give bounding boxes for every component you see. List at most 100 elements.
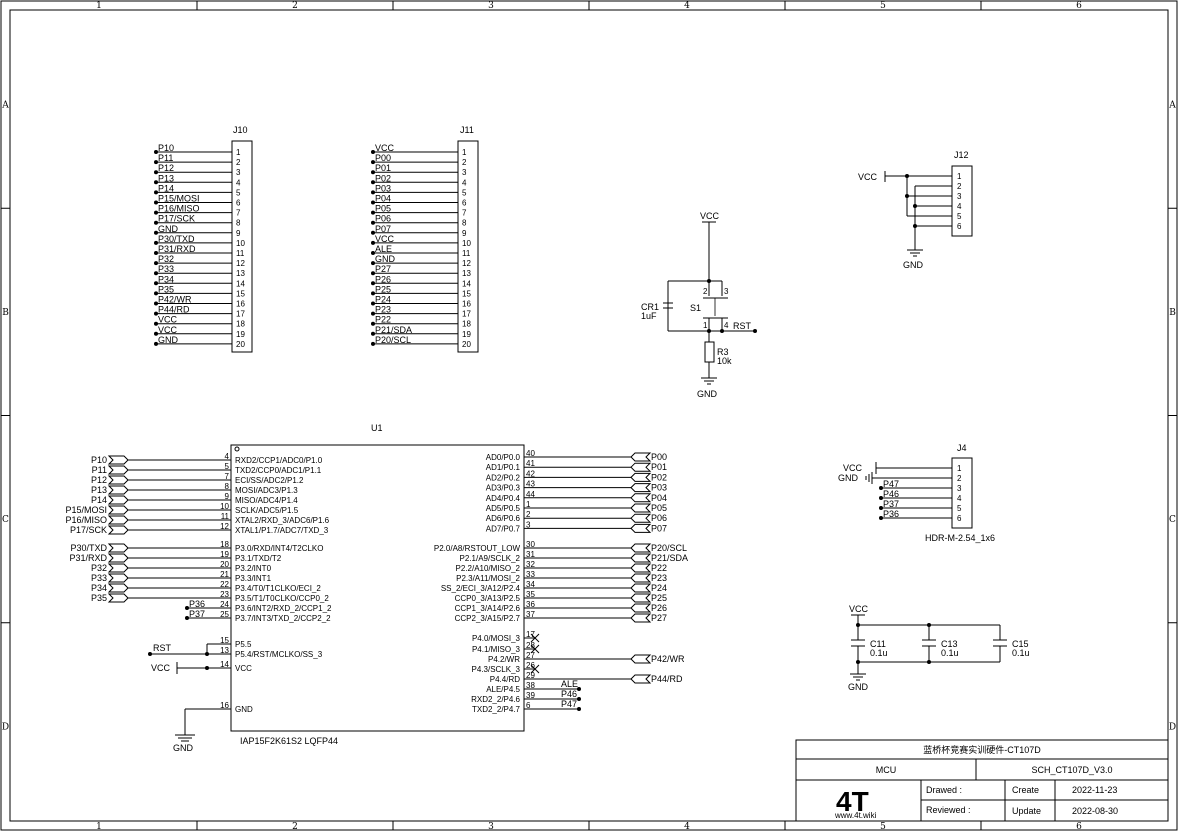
j11-net-label: P01 [375,163,391,173]
net-flag [630,472,652,482]
j10-pin-number: 19 [236,330,245,339]
junction-dot [154,321,158,326]
u1-right-net-label: ALE [561,679,578,689]
j11-net-label: GND [375,254,396,264]
junction-dot [154,311,158,316]
u1-pin-number: 32 [526,560,535,569]
j4-pin-number: 4 [957,494,962,503]
frame-column-label-bottom: 1 [96,822,102,831]
net-flag [630,553,652,563]
u1-left-net-label: P36 [189,599,205,609]
j11-pin-number: 14 [462,279,471,288]
reset-vcc-label: VCC [700,211,720,221]
frame-row-label-left: C [2,515,9,525]
junction-dot [154,190,158,195]
u1-pin-number: 16 [220,701,229,710]
net-flag [630,573,652,583]
junction-dot [154,271,158,276]
u1-pin-function: RXD2_2/P4.6 [471,695,520,704]
junction-dot [371,150,375,154]
u1-left-net-label: P30/TXD [70,543,107,553]
j4-designator: J4 [957,443,967,453]
u1-pin-function: TXD2_2/P4.7 [472,705,521,714]
j4-net-label: P37 [883,499,899,509]
brand-logo: 4T [836,786,869,817]
j10-pin-number: 12 [236,259,245,268]
u1-pin-function: P5.4/RST/MCLKO/SS_3 [235,650,323,659]
net-flag [630,563,652,573]
net-flag [630,503,652,513]
u1-pin-function: P4.1/MISO_3 [472,645,521,654]
u1-pin-number: 36 [526,600,535,609]
u1-pin-number: 17 [526,630,535,639]
u1-pin-function: AD7/P0.7 [486,524,521,533]
u1-pin-function: P4.3/SCLK_3 [472,665,521,674]
j11-net-label: VCC [375,234,395,244]
u1-pin-number: 19 [220,550,229,559]
junction-dot [371,341,375,346]
frame-row-label-right: D [1169,722,1176,732]
junction-dot [154,220,158,225]
j11-pin-number: 9 [462,229,467,238]
junction-dot [371,281,375,286]
reset-circuit: VCC 2 3 1 4 S1 CR1 1uF RST R3 10k [641,211,757,399]
frame-column-label-bottom: 3 [488,822,494,831]
junction-dot [154,281,158,286]
u1-pin-function: P4.2/WR [488,655,520,664]
u1-gnd-label: GND [173,743,194,753]
cap-ref: C11 [870,639,886,649]
u1-pin-number: 21 [220,570,229,579]
j10-pin-number: 18 [236,320,245,329]
u1-pin-function: CCP0_3/A13/P2.5 [455,594,521,603]
j11-pin-number: 17 [462,310,471,319]
net-flag [107,573,129,583]
j11-pin-number: 15 [462,289,471,298]
j10-pin-number: 11 [236,249,245,258]
j11-designator: J11 [460,125,474,135]
junction-dot [371,261,375,266]
u1-pin-number: 18 [220,540,229,549]
j10-net-label: GND [158,335,179,345]
j11-net-label: P20/SCL [375,335,411,345]
frame-column-label-top: 3 [488,1,494,11]
u1-left-net-label: P17/SCK [70,525,107,535]
u1-pin-function: SCLK/ADC5/P1.5 [235,506,299,515]
cap-value: 0.1u [870,648,888,658]
net-flag [630,593,652,603]
junction-dot [371,321,375,326]
u1-right-net-label: P05 [651,503,667,513]
j10-pin-number: 10 [236,239,245,248]
u1-pin-number: 11 [221,512,230,521]
u1-right-net-label: P24 [651,583,667,593]
j10-pin-number: 8 [236,219,241,228]
junction-dot [371,200,375,205]
junction-dot [154,170,158,175]
u1-pin-number: 7 [225,472,230,481]
cap-ref: C13 [941,639,958,649]
j4-gnd-label: GND [838,473,859,483]
junction-dot [371,251,375,255]
u1-left-net-label: P33 [91,573,107,583]
u1-pin-number: 1 [526,500,531,509]
u1-pin-number: 8 [225,482,230,491]
u1-pin-number: 14 [220,660,229,669]
create-label: Create [1012,785,1039,795]
u1-left-net-label: P10 [91,455,107,465]
junction-dot [154,251,158,255]
u1-pin-function: ALE/P4.5 [486,685,520,694]
junction-dot [879,506,883,510]
u1-pin-number: 24 [220,600,229,609]
u1-pin-function: AD6/P0.6 [486,514,521,523]
net-flag [630,654,652,664]
u1-pin-function: P3.7/INT3/TXD_2/CCP2_2 [235,614,331,623]
junction-dot [371,170,375,175]
net-flag [107,515,129,525]
caps-vcc-label: VCC [849,604,869,614]
u1-pin-function: GND [235,705,253,714]
switch-ref: S1 [690,303,701,313]
j11-pin-number: 4 [462,178,467,187]
j10-net-label: P13 [158,173,174,183]
u1-right-net-label: P02 [651,472,667,482]
